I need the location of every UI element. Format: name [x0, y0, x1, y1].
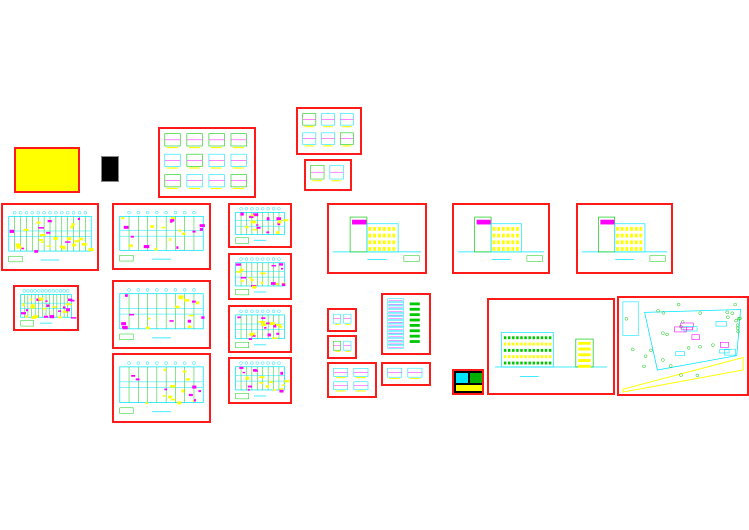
sheet-linework [494, 332, 608, 377]
drawing-sheet-details [327, 308, 357, 332]
sheet-linework [119, 210, 205, 262]
drawing-sheet-plan-wide [228, 305, 292, 353]
drawing-sheet-plan-wide [228, 203, 292, 248]
sheet-linework [387, 298, 420, 349]
sheet-linework [8, 211, 94, 263]
drawing-sheet-plan-long [13, 285, 79, 331]
sheet-linework [119, 361, 204, 414]
sheet-linework [333, 368, 369, 392]
drawing-sheet-details [327, 335, 357, 359]
key-swatch-green [470, 373, 482, 383]
sheet-linework [332, 216, 422, 262]
legend-notes-block [14, 147, 80, 193]
drawing-sheet-details [304, 159, 352, 191]
sheet-linework [235, 309, 285, 348]
sheet-linework [164, 133, 247, 190]
drawing-sheet-stair-section [381, 293, 431, 355]
drawing-sheet-elevation [452, 203, 550, 274]
sheet-linework [333, 313, 352, 325]
sheet-linework [235, 257, 286, 296]
sheet-linework [235, 361, 290, 400]
drawing-sheet-plan-wide [112, 280, 211, 349]
sheet-linework [119, 288, 205, 340]
drawing-sheet-elevation [327, 203, 427, 274]
sheet-linework [581, 216, 668, 262]
drawing-sheet-site-plan [617, 296, 749, 396]
key-swatch-cyan [456, 373, 468, 383]
drawing-sheet-plan-wide [112, 353, 211, 423]
drawing-sheet-plan-wide [228, 253, 292, 300]
sheet-linework [387, 367, 423, 379]
drawing-sheet-plan-wide [112, 203, 211, 270]
sheet-linework [302, 113, 354, 147]
key-swatch-magenta [456, 393, 482, 395]
sheet-linework [622, 301, 744, 393]
sheet-linework [20, 289, 77, 327]
drawing-sheet-details [327, 362, 377, 398]
drawing-sheet-details [296, 107, 362, 155]
key-swatch-yellow [456, 385, 482, 391]
color-key-block [452, 369, 484, 395]
drawing-sheet-details [381, 362, 431, 386]
drawing-sheet-plan-long [1, 203, 99, 271]
drawing-sheet-elevation [576, 203, 673, 274]
drawing-sheet-elevation-long [487, 298, 615, 395]
sheet-linework [235, 207, 289, 244]
drawing-sheet-details [158, 127, 256, 198]
drawing-sheet-plan-wide [228, 357, 292, 404]
sheet-linework [333, 340, 352, 352]
sheet-linework [457, 216, 545, 262]
sheet-linework [310, 165, 344, 182]
title-block-stamp [101, 156, 119, 182]
